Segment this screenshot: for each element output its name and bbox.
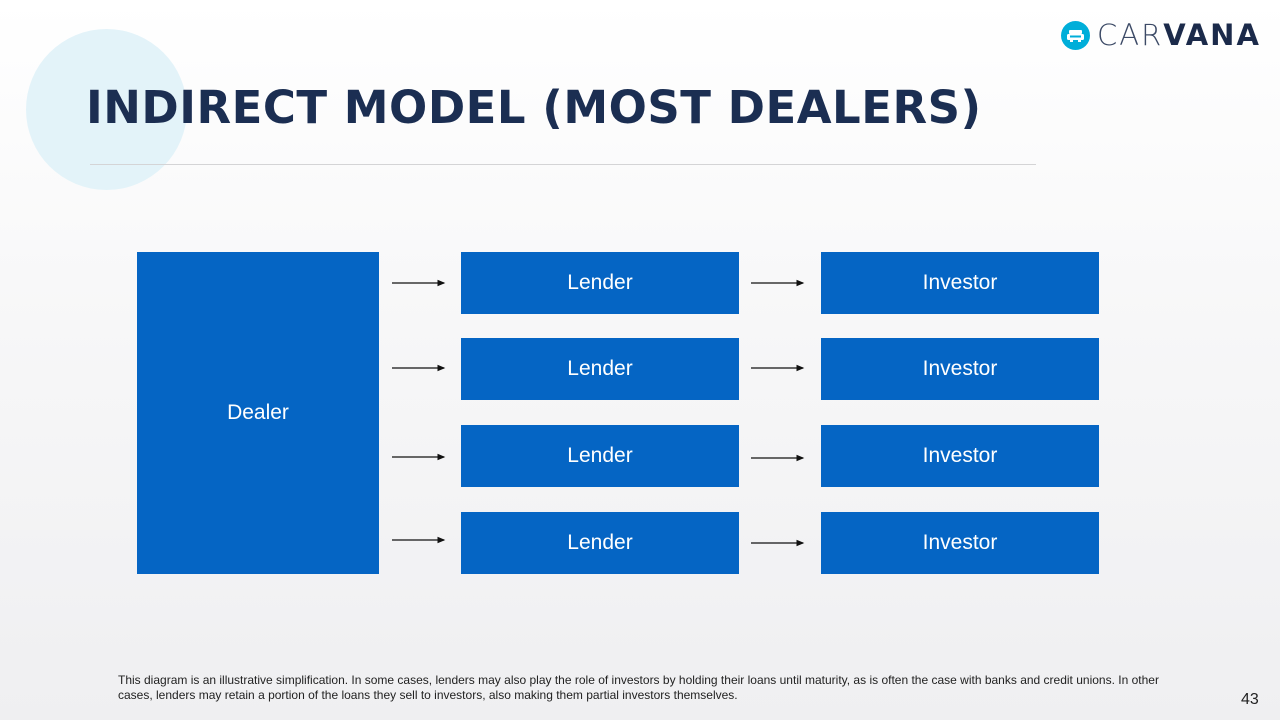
- investor-box-4: Investor: [821, 512, 1099, 574]
- page-number: 43: [1241, 691, 1259, 708]
- car-icon: [1061, 20, 1090, 50]
- investor-label: Investor: [922, 531, 998, 554]
- lender-box-2: Lender: [461, 338, 739, 400]
- carvana-logo: CARVANA: [1061, 19, 1261, 51]
- brand-wordmark: CARVANA: [1097, 18, 1261, 52]
- lender-label: Lender: [567, 357, 633, 380]
- lender-label: Lender: [567, 271, 633, 294]
- dealer-label: Dealer: [227, 401, 289, 424]
- investor-box-1: Investor: [821, 252, 1099, 314]
- lender-box-3: Lender: [461, 425, 739, 487]
- slide-title: INDIRECT MODEL (MOST DEALERS): [86, 81, 982, 134]
- lender-box-4: Lender: [461, 512, 739, 574]
- investor-box-3: Investor: [821, 425, 1099, 487]
- title-divider: [90, 164, 1036, 165]
- lender-label: Lender: [567, 444, 633, 467]
- investor-label: Investor: [922, 271, 998, 294]
- footnote: This diagram is an illustrative simplifi…: [118, 673, 1159, 702]
- decorative-circle: [26, 29, 187, 190]
- lender-label: Lender: [567, 531, 633, 554]
- lender-box-1: Lender: [461, 252, 739, 314]
- investor-label: Investor: [922, 357, 998, 380]
- dealer-box: Dealer: [137, 252, 379, 574]
- investor-label: Investor: [922, 444, 998, 467]
- investor-box-2: Investor: [821, 338, 1099, 400]
